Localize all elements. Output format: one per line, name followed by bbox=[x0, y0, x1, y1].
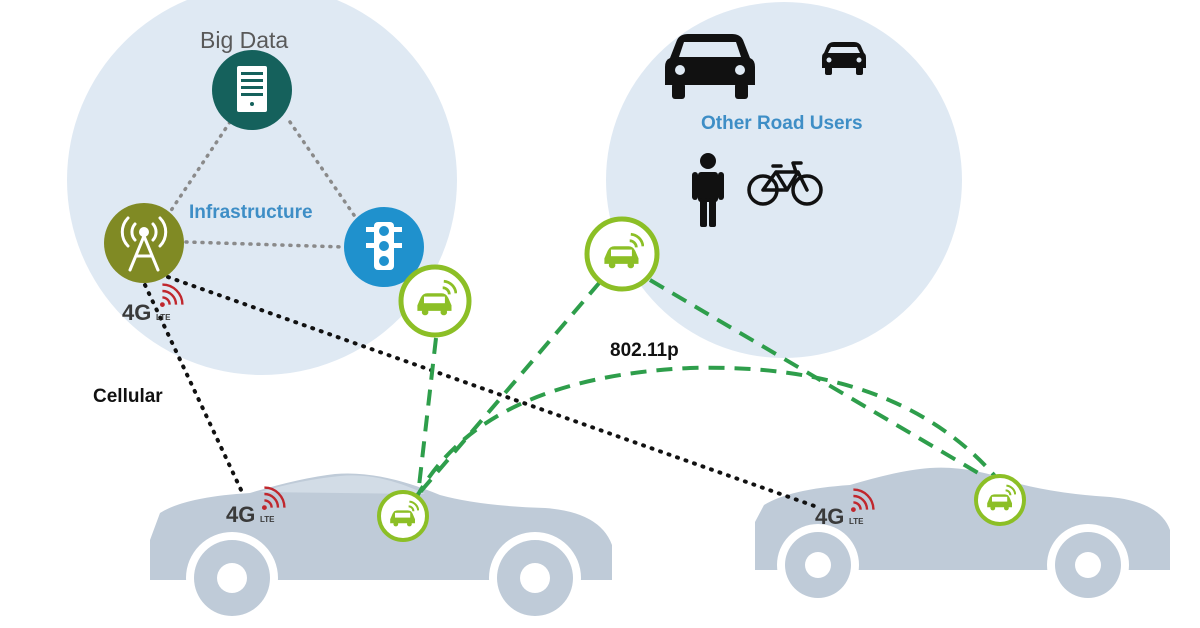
obu-infrastructure bbox=[398, 264, 472, 338]
tower-node bbox=[104, 203, 184, 283]
traffic-light-icon bbox=[366, 222, 402, 270]
obu-vehicle-left bbox=[377, 490, 429, 542]
car-icon bbox=[822, 42, 866, 75]
infrastructure-label: Infrastructure bbox=[189, 202, 313, 223]
pedestrian-icon bbox=[692, 153, 724, 227]
bicycle-icon bbox=[747, 161, 823, 206]
cellular-links bbox=[143, 275, 822, 510]
lte-sub-label: LTE bbox=[260, 515, 275, 524]
big-data-label: Big Data bbox=[200, 27, 288, 53]
road-users-zone bbox=[606, 2, 962, 358]
server-node bbox=[212, 50, 292, 130]
obu-vehicle-right bbox=[974, 474, 1026, 526]
lte-sub-label: LTE bbox=[156, 313, 171, 322]
obu-road-user bbox=[584, 216, 660, 292]
lte-badge-vehicle-right: 4G LTE bbox=[815, 488, 875, 529]
lte-badge-vehicle-left: 4G LTE bbox=[226, 486, 286, 527]
vehicle-right bbox=[755, 467, 1170, 606]
infrastructure-zone bbox=[67, 0, 457, 375]
cellular-label: Cellular bbox=[93, 386, 163, 407]
infrastructure-links bbox=[168, 120, 358, 249]
lte-label: 4G bbox=[226, 502, 255, 527]
lte-label: 4G bbox=[122, 300, 151, 325]
other-road-users-label: Other Road Users bbox=[701, 113, 863, 134]
lte-sub-label: LTE bbox=[849, 517, 864, 526]
lte-label: 4G bbox=[815, 504, 844, 529]
lte-badge-tower: 4G LTE bbox=[122, 283, 184, 325]
dsrc-links bbox=[413, 278, 1002, 501]
dsrc-label: 802.11p bbox=[610, 340, 679, 361]
traffic-light-node bbox=[344, 207, 424, 287]
cell-tower-icon bbox=[120, 216, 168, 272]
car-icon bbox=[665, 34, 755, 99]
vehicle-left bbox=[150, 473, 612, 624]
server-icon bbox=[237, 66, 267, 112]
